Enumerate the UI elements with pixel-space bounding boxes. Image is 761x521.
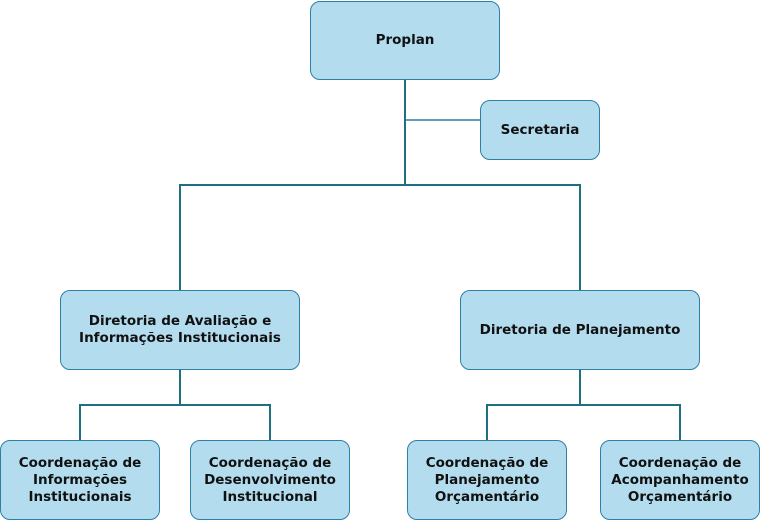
node-coordenacao-desenvolvimento-label: Coordenação de Desenvolvimento Instituci… [204, 454, 336, 505]
node-coordenacao-planejamento-label: Coordenação de Planejamento Orçamentário [425, 454, 549, 505]
node-coordenacao-acompanhamento: Coordenação de Acompanhamento Orçamentár… [600, 440, 760, 520]
node-proplan-label: Proplan [375, 32, 435, 48]
node-secretaria-label: Secretaria [500, 121, 580, 138]
node-diretoria-planejamento: Diretoria de Planejamento [460, 290, 700, 370]
node-coordenacao-desenvolvimento: Coordenação de Desenvolvimento Instituci… [190, 440, 350, 520]
node-coordenacao-informacoes: Coordenação de Informações Institucionai… [0, 440, 160, 520]
node-secretaria: Secretaria [480, 100, 600, 160]
node-proplan: Proplan [310, 1, 500, 80]
node-coordenacao-acompanhamento-label: Coordenação de Acompanhamento Orçamentár… [611, 454, 749, 505]
node-coordenacao-planejamento: Coordenação de Planejamento Orçamentário [407, 440, 567, 520]
node-diretoria-avaliacao: Diretoria de Avaliação e Informações Ins… [60, 290, 300, 370]
node-diretoria-planejamento-label: Diretoria de Planejamento [479, 321, 681, 338]
node-coordenacao-informacoes-label: Coordenação de Informações Institucionai… [18, 454, 142, 505]
node-diretoria-avaliacao-label: Diretoria de Avaliação e Informações Ins… [79, 313, 281, 346]
